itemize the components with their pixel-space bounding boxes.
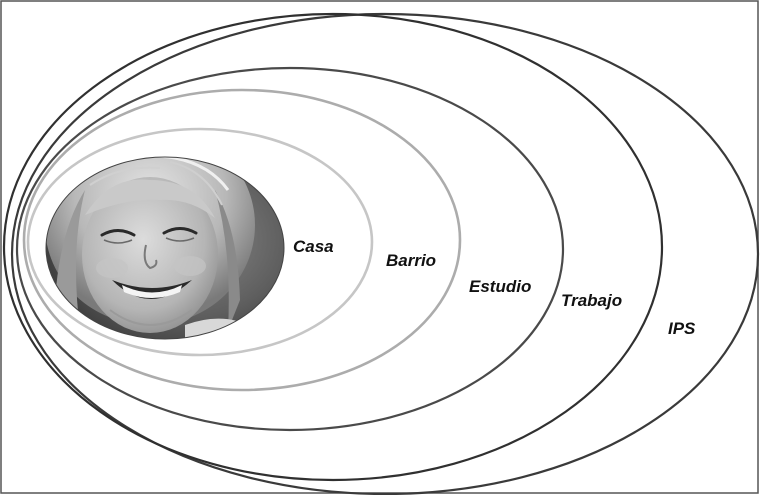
ring-estudio: [15, 66, 565, 432]
ring-trabajo: [2, 12, 664, 482]
label-trabajo: Trabajo: [561, 291, 622, 310]
label-estudio: Estudio: [469, 277, 531, 296]
ring-casa: [26, 127, 374, 357]
ring-ips: [11, 12, 759, 495]
label-barrio: Barrio: [386, 251, 436, 270]
child-photo: [46, 157, 284, 339]
photo-border: [45, 156, 285, 340]
label-ips: IPS: [668, 319, 696, 338]
label-casa: Casa: [293, 237, 334, 256]
ring-barrio: [22, 88, 462, 392]
